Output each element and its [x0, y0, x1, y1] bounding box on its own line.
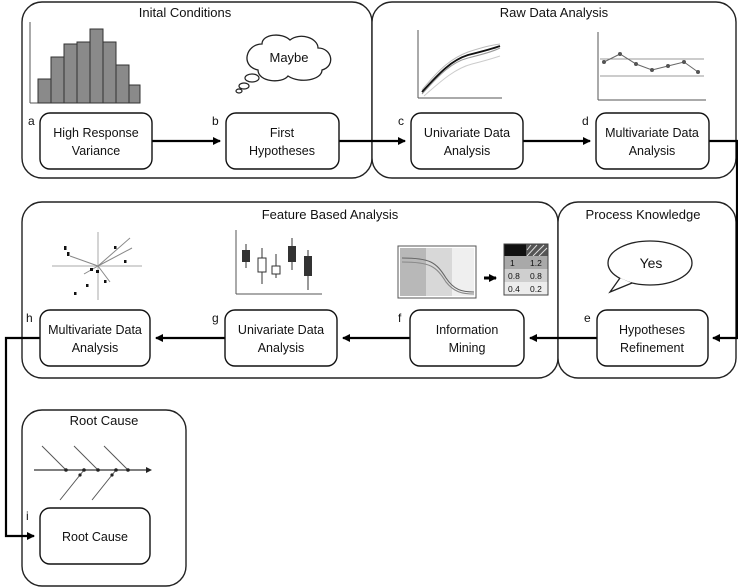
control-chart-icon	[597, 32, 706, 101]
fishbone-icon	[34, 445, 152, 501]
step-a-letter: a	[28, 114, 35, 128]
step-c: Univariate Data Analysis	[410, 112, 524, 170]
step-d-line1: Multivariate Data	[605, 126, 699, 140]
step-e: Hypotheses Refinement	[596, 309, 709, 367]
boxplot-icon	[235, 230, 322, 295]
flow-arrows	[4, 137, 738, 540]
step-i: Root Cause	[39, 507, 151, 565]
step-c-line1: Univariate Data	[424, 126, 510, 140]
group-title-initial: Inital Conditions	[139, 5, 232, 20]
histogram-icon	[29, 22, 141, 104]
step-b-line2: Hypotheses	[249, 144, 315, 158]
group-title-process: Process Knowledge	[586, 207, 701, 222]
matrix-cell: 0.2	[530, 284, 542, 294]
step-e-line1: Hypotheses	[619, 323, 685, 337]
step-e-line2: Refinement	[620, 341, 684, 355]
matrix-cell: 0.8	[508, 271, 520, 281]
arrow-d-e	[709, 139, 738, 342]
step-g-line2: Analysis	[258, 341, 305, 355]
step-f: Information Mining	[409, 309, 525, 367]
step-c-line2: Analysis	[444, 144, 491, 158]
feature-extraction-icon	[397, 245, 497, 299]
line-plot-icon	[417, 30, 502, 99]
step-h-line1: Multivariate Data	[48, 323, 142, 337]
step-d-letter: d	[582, 114, 589, 128]
step-f-line1: Information	[436, 323, 499, 337]
step-a-line1: High Response	[53, 126, 139, 140]
group-title-root: Root Cause	[70, 413, 139, 428]
step-f-letter: f	[398, 311, 402, 325]
matrix-cell: 1.2	[530, 258, 542, 268]
step-b-line1: First	[270, 126, 295, 140]
step-e-letter: e	[584, 311, 591, 325]
thought-bubble-icon	[235, 34, 332, 94]
matrix-cell: 1	[510, 258, 515, 268]
step-a: High Response Variance	[39, 112, 153, 170]
matrix-cell: 0.4	[508, 284, 520, 294]
step-i-letter: i	[26, 509, 29, 523]
step-b-letter: b	[212, 114, 219, 128]
step-h-letter: h	[26, 311, 33, 325]
step-h: Multivariate Data Analysis	[39, 309, 151, 367]
step-d-line2: Analysis	[629, 144, 676, 158]
group-title-raw: Raw Data Analysis	[500, 5, 609, 20]
step-g-letter: g	[212, 311, 219, 325]
step-d: Multivariate Data Analysis	[595, 112, 710, 170]
matrix-cell: 0.8	[530, 271, 542, 281]
speech-bubble-text: Yes	[640, 255, 663, 271]
step-b: First Hypotheses	[225, 112, 340, 170]
step-g: Univariate Data Analysis	[224, 309, 338, 367]
biplot-icon	[52, 232, 142, 300]
thought-bubble-text: Maybe	[269, 50, 308, 65]
step-c-letter: c	[398, 114, 404, 128]
speech-bubble-icon	[607, 240, 693, 294]
step-f-line2: Mining	[449, 341, 486, 355]
step-g-line1: Univariate Data	[238, 323, 324, 337]
feature-matrix: 1 1.2 0.8 0.8 0.4 0.2	[503, 243, 549, 296]
arrow-h-i	[4, 336, 40, 540]
step-i-line1: Root Cause	[62, 530, 128, 544]
step-a-line2: Variance	[72, 144, 120, 158]
group-title-feature: Feature Based Analysis	[262, 207, 399, 222]
step-h-line2: Analysis	[72, 341, 119, 355]
